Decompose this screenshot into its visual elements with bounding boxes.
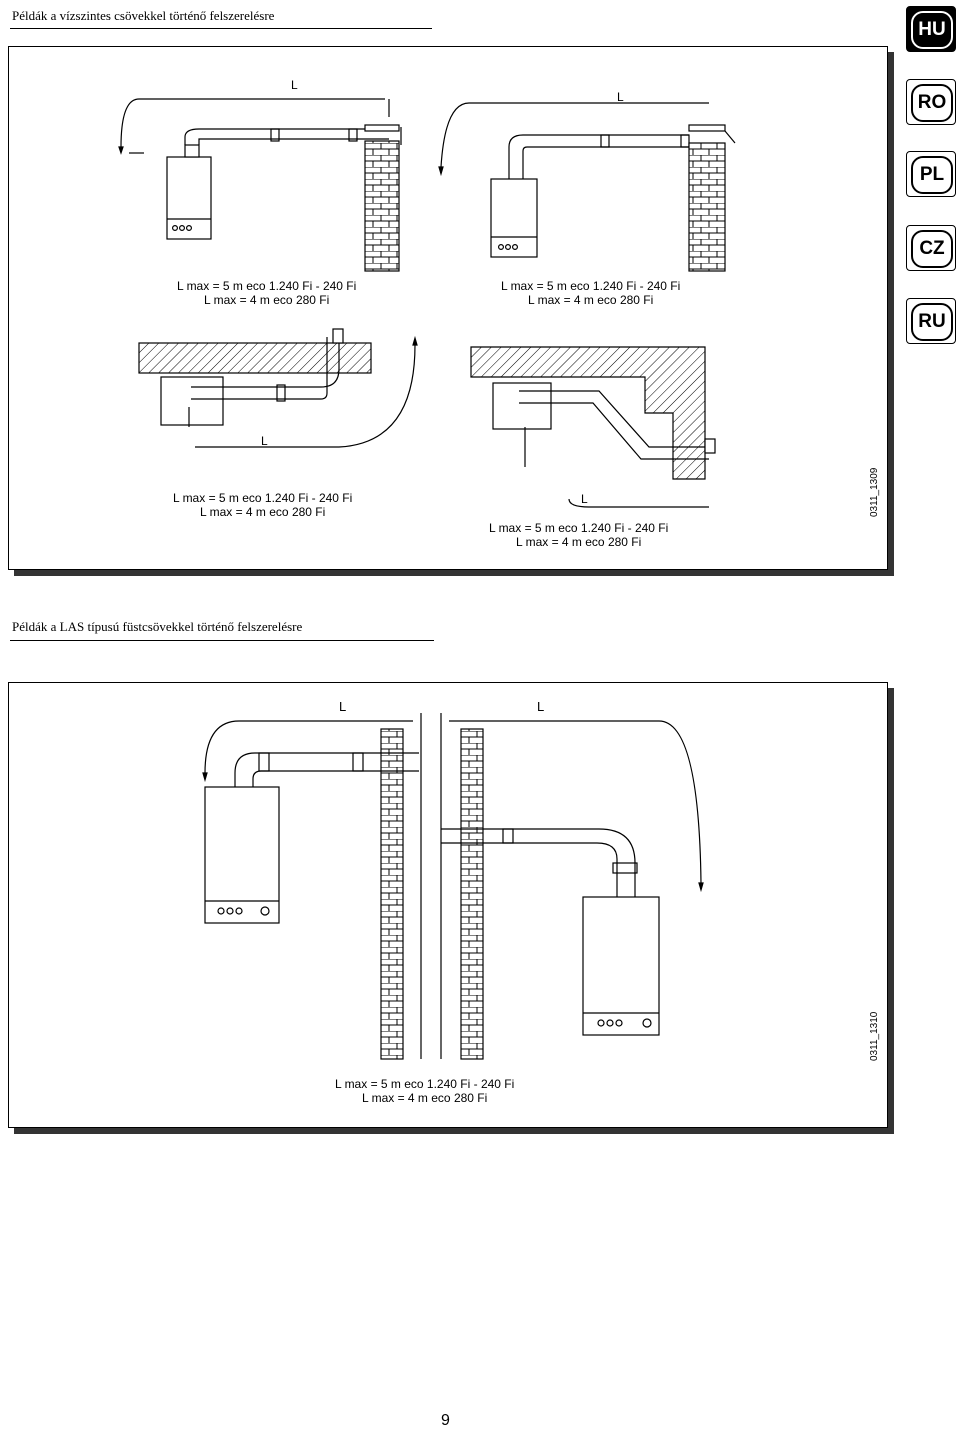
caption-a: L max = 5 m eco 1.240 Fi - 240 Fi L max … <box>177 279 356 307</box>
language-label: RO <box>911 84 953 122</box>
caption-line: L max = 5 m eco 1.240 Fi - 240 Fi <box>173 491 353 505</box>
las-drawing: L L <box>202 699 704 1060</box>
dimension-label: L <box>537 699 544 714</box>
figure-code: 0311_1309 <box>869 467 880 517</box>
drawing-d <box>470 346 716 508</box>
language-label: RU <box>911 303 953 341</box>
heading-rule <box>10 28 432 29</box>
caption-line: L max = 4 m eco 280 Fi <box>204 293 330 307</box>
caption-line: L max = 4 m eco 280 Fi <box>200 505 326 519</box>
drawing-a <box>118 98 402 272</box>
language-tab-cz[interactable]: CZ <box>906 225 956 271</box>
caption-line: L max = 4 m eco 280 Fi <box>516 535 642 549</box>
language-label: CZ <box>911 230 953 268</box>
language-label: HU <box>911 11 953 49</box>
caption-las: L max = 5 m eco 1.240 Fi - 240 Fi L max … <box>335 1077 514 1105</box>
figure-code: 0311_1310 <box>869 1011 880 1061</box>
drawing-b <box>438 102 736 272</box>
caption-c: L max = 5 m eco 1.240 Fi - 240 Fi L max … <box>173 491 352 519</box>
installation-drawings: L L L <box>118 78 736 508</box>
caption-line: L max = 5 m eco 1.240 Fi - 240 Fi <box>501 279 681 293</box>
caption-line: L max = 5 m eco 1.240 Fi - 240 Fi <box>177 279 357 293</box>
heading-rule <box>10 640 434 641</box>
caption-line: L max = 5 m eco 1.240 Fi - 240 Fi <box>489 521 669 535</box>
language-label: PL <box>911 156 953 194</box>
language-tab-hu[interactable]: HU <box>906 6 956 52</box>
language-tab-ro[interactable]: RO <box>906 79 956 125</box>
caption-line: L max = 4 m eco 280 Fi <box>362 1091 488 1105</box>
section-title: Példák a vízszintes csövekkel történő fe… <box>12 8 275 23</box>
caption-line: L max = 4 m eco 280 Fi <box>528 293 654 307</box>
caption-line: L max = 5 m eco 1.240 Fi - 240 Fi <box>335 1077 515 1091</box>
section-title: Példák a LAS típusú füstcsövekkel történ… <box>12 619 303 634</box>
language-tab-ru[interactable]: RU <box>906 298 956 344</box>
language-tab-pl[interactable]: PL <box>906 151 956 197</box>
drawing-c <box>138 328 418 448</box>
dimension-label: L <box>581 492 588 506</box>
caption-b: L max = 5 m eco 1.240 Fi - 240 Fi L max … <box>501 279 680 307</box>
page-number: 9 <box>441 1412 450 1429</box>
caption-d: L max = 5 m eco 1.240 Fi - 240 Fi L max … <box>489 521 668 549</box>
dimension-label: L <box>339 699 346 714</box>
dimension-label: L <box>261 434 268 448</box>
dimension-label: L <box>617 90 624 104</box>
figure-horizontal-installation: L L L <box>8 46 888 570</box>
figure-las-installation: L L L max = 5 m eco 1.240 Fi - 240 Fi L … <box>8 682 888 1128</box>
dimension-label: L <box>291 78 298 92</box>
